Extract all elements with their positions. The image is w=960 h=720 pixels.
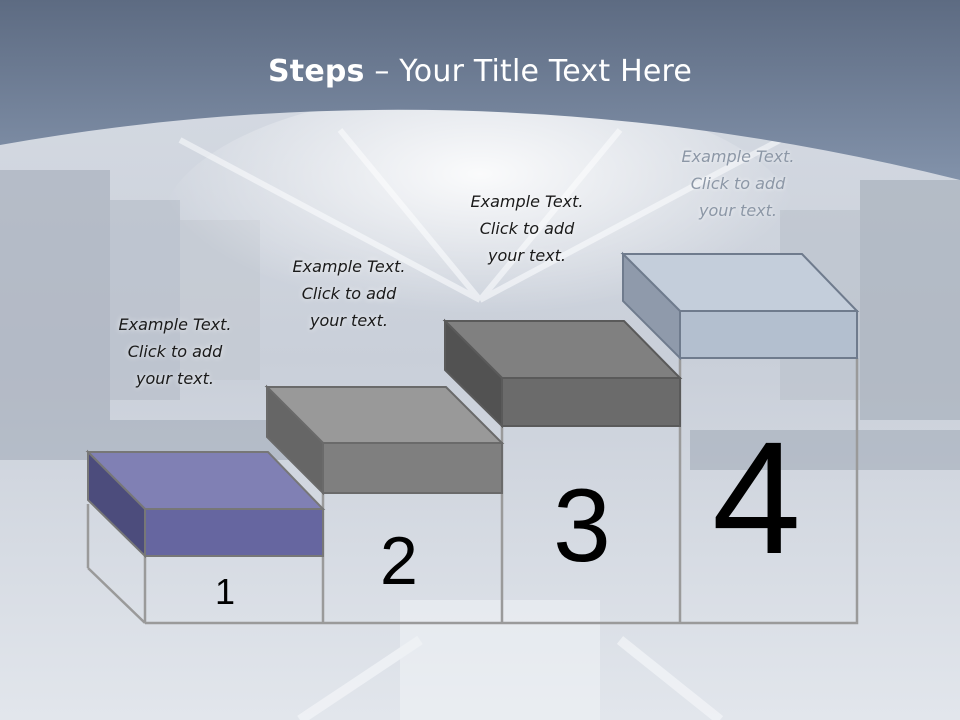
step-2-number: 2 (380, 523, 418, 599)
caption-line: Example Text. (470, 192, 584, 211)
title-rest: – Your Title Text Here (364, 54, 693, 89)
title-bold: Steps (267, 54, 365, 89)
step-3-number: 3 (553, 468, 611, 584)
caption-line: your text. (309, 311, 388, 330)
step-2-caption[interactable]: Example Text. Click to add your text. (259, 253, 439, 334)
caption-line: Click to add (301, 284, 397, 303)
caption-line: Click to add (479, 219, 575, 238)
step-1-block[interactable] (85, 449, 326, 559)
step-3-block[interactable] (442, 318, 683, 429)
caption-line: Example Text. (681, 147, 795, 166)
step-4-block[interactable] (620, 251, 860, 361)
step-2-block[interactable] (264, 384, 505, 496)
caption-line: Example Text. (292, 257, 406, 276)
caption-line: your text. (698, 201, 777, 220)
caption-line: Click to add (690, 174, 786, 193)
step-1-number: 1 (215, 571, 236, 612)
step-1-caption[interactable]: Example Text. Click to add your text. (85, 311, 265, 392)
caption-line: Example Text. (118, 315, 232, 334)
caption-line: your text. (487, 246, 566, 265)
steps-outline (86, 358, 859, 625)
caption-line: your text. (135, 369, 214, 388)
step-4-number: 4 (712, 408, 801, 587)
caption-line: Click to add (127, 342, 223, 361)
step-4-caption[interactable]: Example Text. Click to add your text. (648, 143, 828, 224)
slide-title[interactable]: Steps – Your Title Text Here (0, 54, 960, 89)
step-3-caption[interactable]: Example Text. Click to add your text. (437, 188, 617, 269)
